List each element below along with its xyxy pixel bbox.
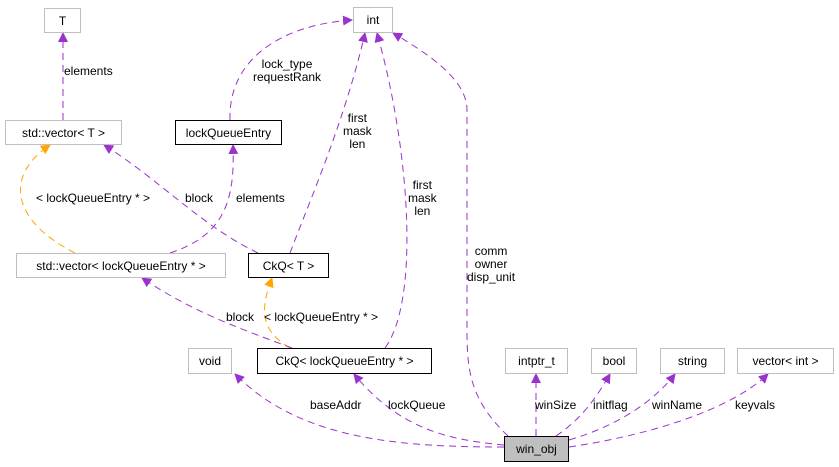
edge-winobj-to-ckqlqe <box>353 373 505 446</box>
node-T[interactable]: T <box>44 8 81 33</box>
edge-label-elements-T: elements <box>64 64 113 78</box>
node-string[interactable]: string <box>660 348 725 374</box>
node-void[interactable]: void <box>188 348 232 374</box>
node-CkQ-lockQueueEntry-ptr[interactable]: CkQ< lockQueueEntry * > <box>257 348 432 374</box>
edge-label-first-mask-len-ckqT: first mask len <box>343 111 372 151</box>
edge-label-template-ckq: < lockQueueEntry * > <box>264 310 379 324</box>
edge-winobj-to-bool <box>555 373 611 437</box>
node-std-vector-lockQueueEntry-ptr[interactable]: std::vector< lockQueueEntry * > <box>16 253 226 278</box>
edge-label-first-mask-len-ckqlqe: first mask len <box>408 178 437 218</box>
node-lockQueueEntry[interactable]: lockQueueEntry <box>175 120 282 145</box>
edge-ckqlqe-to-veclqe <box>141 277 293 349</box>
node-CkQ-T[interactable]: CkQ< T > <box>248 253 329 278</box>
node-intptr_t[interactable]: intptr_t <box>505 348 568 374</box>
edge-label-elements-lqe: elements <box>236 191 285 205</box>
edge-label-baseAddr: baseAddr <box>310 398 362 412</box>
edge-label-comm-owner-disp-unit: comm owner disp_unit <box>467 244 516 284</box>
edge-veclqe-to-vecT <box>19 144 76 254</box>
node-int[interactable]: int <box>353 7 393 33</box>
edge-ckqlqe-to-ckqT <box>264 277 291 349</box>
node-vector-int[interactable]: vector< int > <box>737 348 834 374</box>
edge-winobj-to-void <box>234 373 505 448</box>
edge-label-template-vector: < lockQueueEntry * > <box>36 191 151 205</box>
edge-winobj-to-int <box>392 32 509 437</box>
edge-label-keyvals: keyvals <box>735 398 776 412</box>
edge-label-lockQueue: lockQueue <box>388 398 446 412</box>
edge-winobj-to-string <box>568 373 676 441</box>
edge-label-initflag: initflag <box>593 398 628 412</box>
node-std-vector-T[interactable]: std::vector< T > <box>5 120 122 145</box>
edge-label-winSize: winSize <box>535 398 577 412</box>
edge-ckqlqe-to-int <box>374 32 408 349</box>
edge-label-block-veclqe: block <box>226 310 255 324</box>
node-bool[interactable]: bool <box>591 348 637 374</box>
edge-label-block-vecT: block <box>185 191 214 205</box>
node-win_obj[interactable]: win_obj <box>504 436 569 462</box>
edge-winobj-to-vectorint <box>568 373 769 448</box>
edge-veclqe-to-lqe <box>169 144 239 254</box>
edge-label-winName: winName <box>652 398 703 412</box>
edge-label-lock-type: lock_type requestRank <box>253 57 322 84</box>
